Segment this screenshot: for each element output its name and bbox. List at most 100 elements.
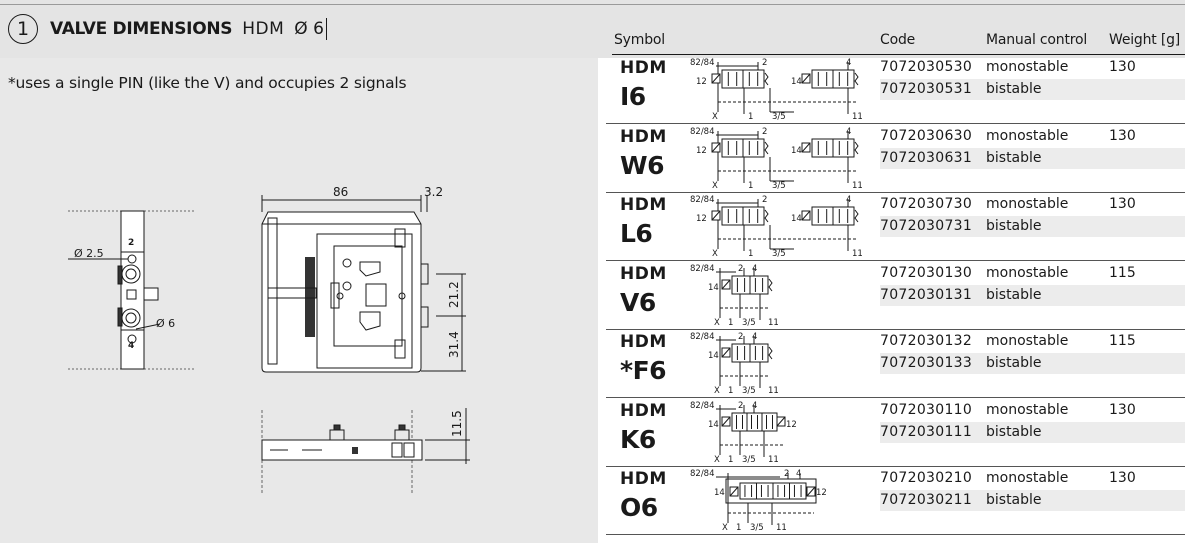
port-82-84-label: 82/84 bbox=[690, 127, 715, 137]
solenoid-slash bbox=[721, 416, 731, 426]
thickness-dim: 11.5 bbox=[450, 410, 464, 437]
solenoid-slash bbox=[801, 210, 811, 221]
height-lower-dim: 31.4 bbox=[447, 331, 461, 358]
port-x-label: X bbox=[722, 523, 728, 533]
port-3-5-label: 3/5 bbox=[742, 318, 756, 328]
port-11-label: 11 bbox=[768, 318, 779, 328]
pilot-14-label: 14 bbox=[708, 420, 719, 430]
section-title: 1 VALVE DIMENSIONS HDM Ø 6 bbox=[8, 14, 327, 44]
header-band bbox=[0, 0, 1185, 58]
header-manual-control: Manual control bbox=[986, 32, 1088, 48]
port-1-label: 1 bbox=[728, 386, 733, 396]
port-4-label: 4 bbox=[846, 127, 851, 137]
manual-monostable: monostable bbox=[986, 470, 1069, 486]
manual-bistable: bistable bbox=[986, 286, 1042, 303]
code-bistable: 7072030531 bbox=[880, 81, 973, 97]
code-monostable: 7072030110 bbox=[880, 401, 973, 418]
port-2-label: 2 bbox=[738, 264, 743, 274]
solenoid-slash bbox=[801, 73, 811, 84]
row-prefix: HDM bbox=[620, 126, 667, 147]
port-11-label: 11 bbox=[768, 386, 779, 396]
code-monostable: 7072030132 bbox=[880, 333, 973, 349]
front-view-drawing bbox=[261, 408, 470, 495]
port-82-84-label: 82/84 bbox=[690, 469, 715, 479]
manual-monostable: monostable bbox=[986, 264, 1069, 281]
port-3-5-label: 3/5 bbox=[742, 386, 756, 396]
port-82-84-label: 82/84 bbox=[690, 195, 715, 205]
row-weight: 115 bbox=[1109, 264, 1136, 281]
solenoid-slash bbox=[721, 279, 731, 289]
port-2-label: 2 bbox=[738, 401, 743, 411]
port-82-84-label: 82/84 bbox=[690, 332, 715, 342]
port-4-label: 4 bbox=[752, 401, 757, 411]
port-3-5-label: 3/5 bbox=[742, 455, 756, 465]
port-1-label: 1 bbox=[728, 455, 733, 465]
side-view-drawing bbox=[68, 210, 196, 370]
valve-body bbox=[731, 412, 778, 431]
solenoid-slash bbox=[801, 142, 811, 152]
spring bbox=[764, 141, 769, 154]
row-model: O6 bbox=[620, 493, 658, 522]
manual-bistable: bistable bbox=[986, 81, 1042, 97]
port-11-label: 11 bbox=[768, 455, 779, 465]
row-weight: 130 bbox=[1109, 59, 1136, 75]
pilot-14-label: 14 bbox=[791, 214, 802, 224]
row-model: V6 bbox=[620, 287, 656, 317]
manual-bistable: bistable bbox=[986, 355, 1042, 371]
row-separator bbox=[606, 260, 1185, 261]
pilot-14-label: 14 bbox=[708, 351, 719, 361]
code-monostable: 7072030530 bbox=[880, 59, 973, 75]
row-separator bbox=[606, 328, 1185, 330]
pilot-12-label: 12 bbox=[696, 214, 707, 224]
port-x-label: X bbox=[714, 455, 720, 465]
code-monostable: 7072030630 bbox=[880, 127, 973, 144]
row-model: I6 bbox=[620, 82, 646, 111]
port-82-84-label: 82/84 bbox=[690, 264, 715, 274]
port-11-label: 11 bbox=[852, 249, 863, 259]
pilot-12-label: 12 bbox=[696, 146, 707, 156]
code-bistable: 7072030631 bbox=[880, 149, 973, 166]
row-band bbox=[880, 421, 1185, 443]
row-band bbox=[880, 147, 1185, 169]
port-3-5-label: 3/5 bbox=[772, 249, 786, 259]
solenoid-slash bbox=[721, 347, 731, 358]
header-top-line bbox=[0, 4, 1185, 5]
section-title-text: VALVE DIMENSIONS bbox=[50, 19, 233, 39]
port-x-label: X bbox=[712, 181, 718, 191]
row-band bbox=[880, 284, 1185, 306]
spring bbox=[854, 72, 859, 86]
pilot-14-label: 14 bbox=[708, 283, 719, 293]
port-x-label: X bbox=[712, 249, 718, 259]
side-port-bottom: 4 bbox=[128, 341, 134, 351]
port-11-label: 11 bbox=[852, 112, 863, 122]
port-x-label: X bbox=[712, 112, 718, 122]
spring bbox=[854, 141, 859, 154]
port-2-label: 2 bbox=[784, 469, 789, 479]
row-prefix: HDM bbox=[620, 469, 667, 489]
width-dim: 86 bbox=[333, 185, 348, 199]
manual-monostable: monostable bbox=[986, 333, 1069, 349]
row-weight: 115 bbox=[1109, 333, 1136, 349]
row-band bbox=[880, 490, 1185, 511]
valve-housing bbox=[725, 478, 817, 504]
manual-monostable: monostable bbox=[986, 401, 1069, 418]
code-bistable: 7072030731 bbox=[880, 218, 973, 234]
port-2-label: 2 bbox=[738, 332, 743, 342]
port-82-84-label: 82/84 bbox=[690, 401, 715, 411]
row-model: K6 bbox=[620, 424, 656, 454]
row-band bbox=[880, 216, 1185, 237]
solenoid-slash bbox=[776, 416, 786, 426]
row-weight: 130 bbox=[1109, 127, 1136, 144]
code-monostable: 7072030130 bbox=[880, 264, 973, 281]
row-separator bbox=[606, 465, 1185, 467]
manual-bistable: bistable bbox=[986, 218, 1042, 234]
section-diameter: Ø 6 bbox=[294, 19, 324, 39]
